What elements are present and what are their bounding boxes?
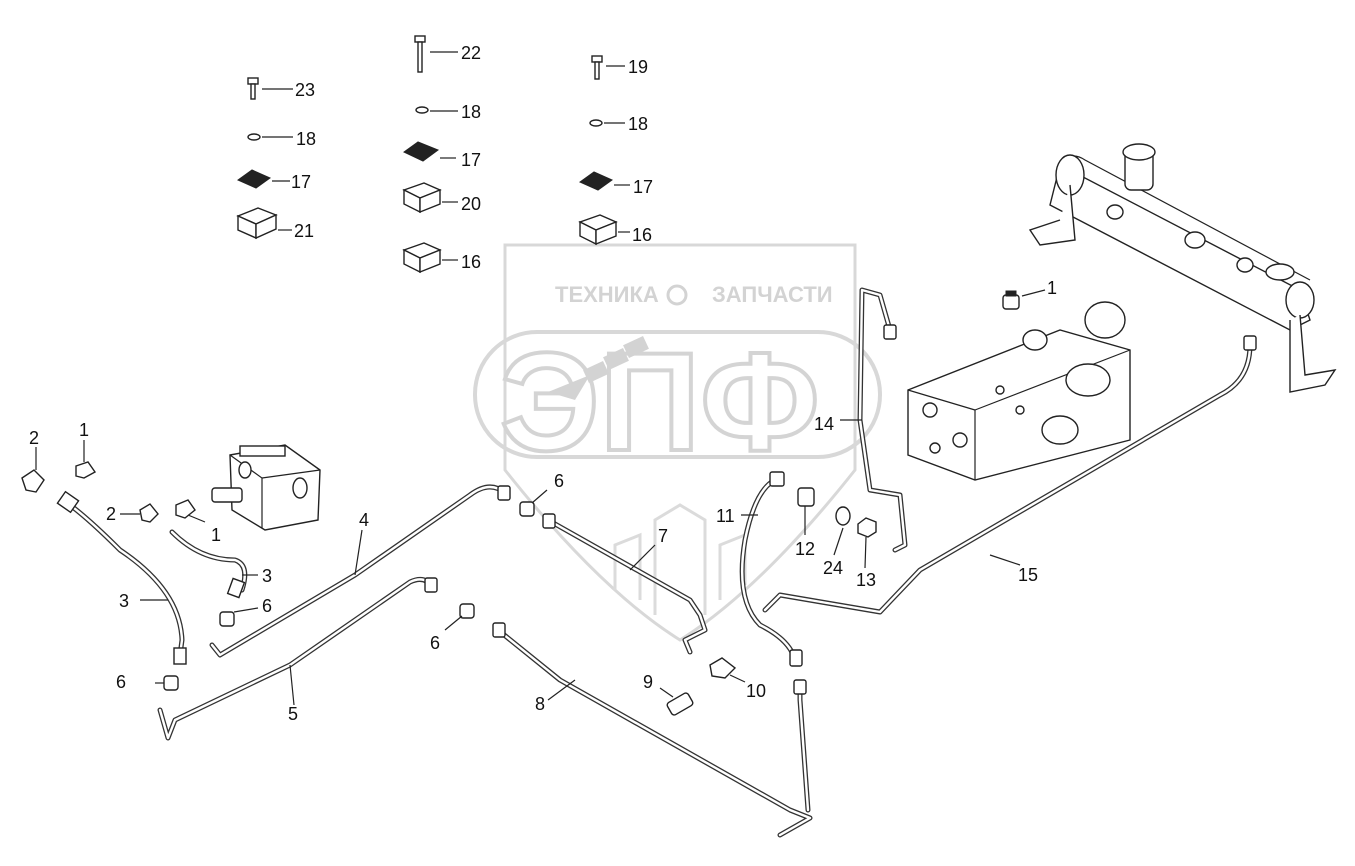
fitting-6a (219, 611, 235, 627)
watermark: ТЕХНИКА ЗАПЧАСТИ ЭПФ (473, 243, 882, 642)
callout-6-a: 6 (262, 596, 272, 616)
connector-9 (666, 692, 694, 716)
bolt-23 (247, 77, 259, 100)
callout-20: 20 (461, 194, 481, 214)
hose-11 (739, 471, 803, 667)
callout-18-right: 18 (628, 114, 648, 134)
watermark-logo-text: ЭПФ (500, 323, 820, 480)
tube-14 (857, 287, 908, 553)
plug-1a (75, 461, 97, 479)
callout-17-left: 17 (291, 172, 311, 192)
clamp-16 (402, 242, 442, 274)
callout-7: 7 (658, 526, 668, 546)
callout-numbers: 22 19 23 18 18 18 17 17 17 20 21 16 16 1… (29, 43, 1057, 724)
callout-17-right: 17 (633, 177, 653, 197)
callout-18-left: 18 (296, 129, 316, 149)
callout-17-middle: 17 (461, 150, 481, 170)
watermark-arrow (548, 336, 649, 400)
tube-15 (762, 335, 1257, 615)
washer-18 (589, 119, 603, 127)
watermark-logo-frame (473, 330, 882, 459)
callout-15: 15 (1018, 565, 1038, 585)
clamp-21 (236, 207, 278, 240)
valve-block-left (211, 444, 321, 531)
callout-6-d: 6 (554, 471, 564, 491)
fitting-12 (797, 487, 815, 507)
fitting-6d (519, 501, 535, 517)
fitting-6b (163, 675, 179, 691)
callout-6-c: 6 (430, 633, 440, 653)
washer-18 (415, 106, 429, 114)
callout-3-left: 3 (119, 591, 129, 611)
callout-24: 24 (823, 558, 843, 578)
manifold-rail (1028, 143, 1337, 393)
bolt-19 (591, 55, 603, 80)
callout-19: 19 (628, 57, 648, 77)
callout-9: 9 (643, 672, 653, 692)
hardware-group-left (236, 77, 293, 240)
callout-16-middle: 16 (461, 252, 481, 272)
watermark-text-left: ТЕХНИКА (555, 282, 659, 307)
callout-11: 11 (716, 506, 735, 526)
callout-1-top: 1 (79, 420, 89, 440)
callout-16-right: 16 (632, 225, 652, 245)
callout-6-b: 6 (116, 672, 126, 692)
fitting-2b (139, 503, 159, 523)
tube-8 (492, 622, 813, 838)
tube-4 (209, 484, 511, 658)
plug-1 (1002, 290, 1020, 310)
callout-2-mid: 2 (106, 504, 116, 524)
tube-5 (157, 576, 438, 741)
clamp-20 (402, 182, 442, 214)
callout-18-middle: 18 (461, 102, 481, 122)
nut-13 (857, 517, 877, 538)
watermark-text-right: ЗАПЧАСТИ (712, 282, 833, 307)
callout-21: 21 (294, 221, 314, 241)
callout-3-right: 3 (262, 566, 272, 586)
callout-23: 23 (295, 80, 315, 100)
plate-17 (578, 171, 614, 191)
tube-7 (542, 513, 708, 655)
bolt-22 (414, 35, 426, 73)
callout-2-top: 2 (29, 428, 39, 448)
callout-1-mid: 1 (211, 525, 221, 545)
callout-4: 4 (359, 510, 369, 530)
plate-17 (403, 141, 440, 162)
plate-17 (236, 169, 272, 189)
fitting-2a (21, 469, 45, 493)
hardware-group-middle (402, 35, 458, 274)
fitting-6c (459, 603, 475, 619)
gear-icon (666, 284, 688, 306)
tube-down (793, 679, 811, 813)
callout-12: 12 (795, 539, 815, 559)
callout-10: 10 (746, 681, 766, 701)
hose-3-left (56, 490, 187, 665)
callout-8: 8 (535, 694, 545, 714)
hardware-group-right (578, 55, 630, 246)
callout-1-right: 1 (1047, 278, 1057, 298)
tee-10 (709, 657, 737, 679)
washer-24 (835, 506, 851, 526)
clamp-16 (578, 214, 618, 246)
callout-14: 14 (814, 414, 834, 434)
callout-22: 22 (461, 43, 481, 63)
leader-lines (35, 419, 1021, 706)
callout-5: 5 (288, 704, 298, 724)
washer-18 (247, 133, 261, 141)
hose-3-right (169, 529, 248, 599)
callout-13: 13 (856, 570, 876, 590)
valve-block-right (907, 289, 1131, 481)
plug-1b (175, 499, 196, 519)
